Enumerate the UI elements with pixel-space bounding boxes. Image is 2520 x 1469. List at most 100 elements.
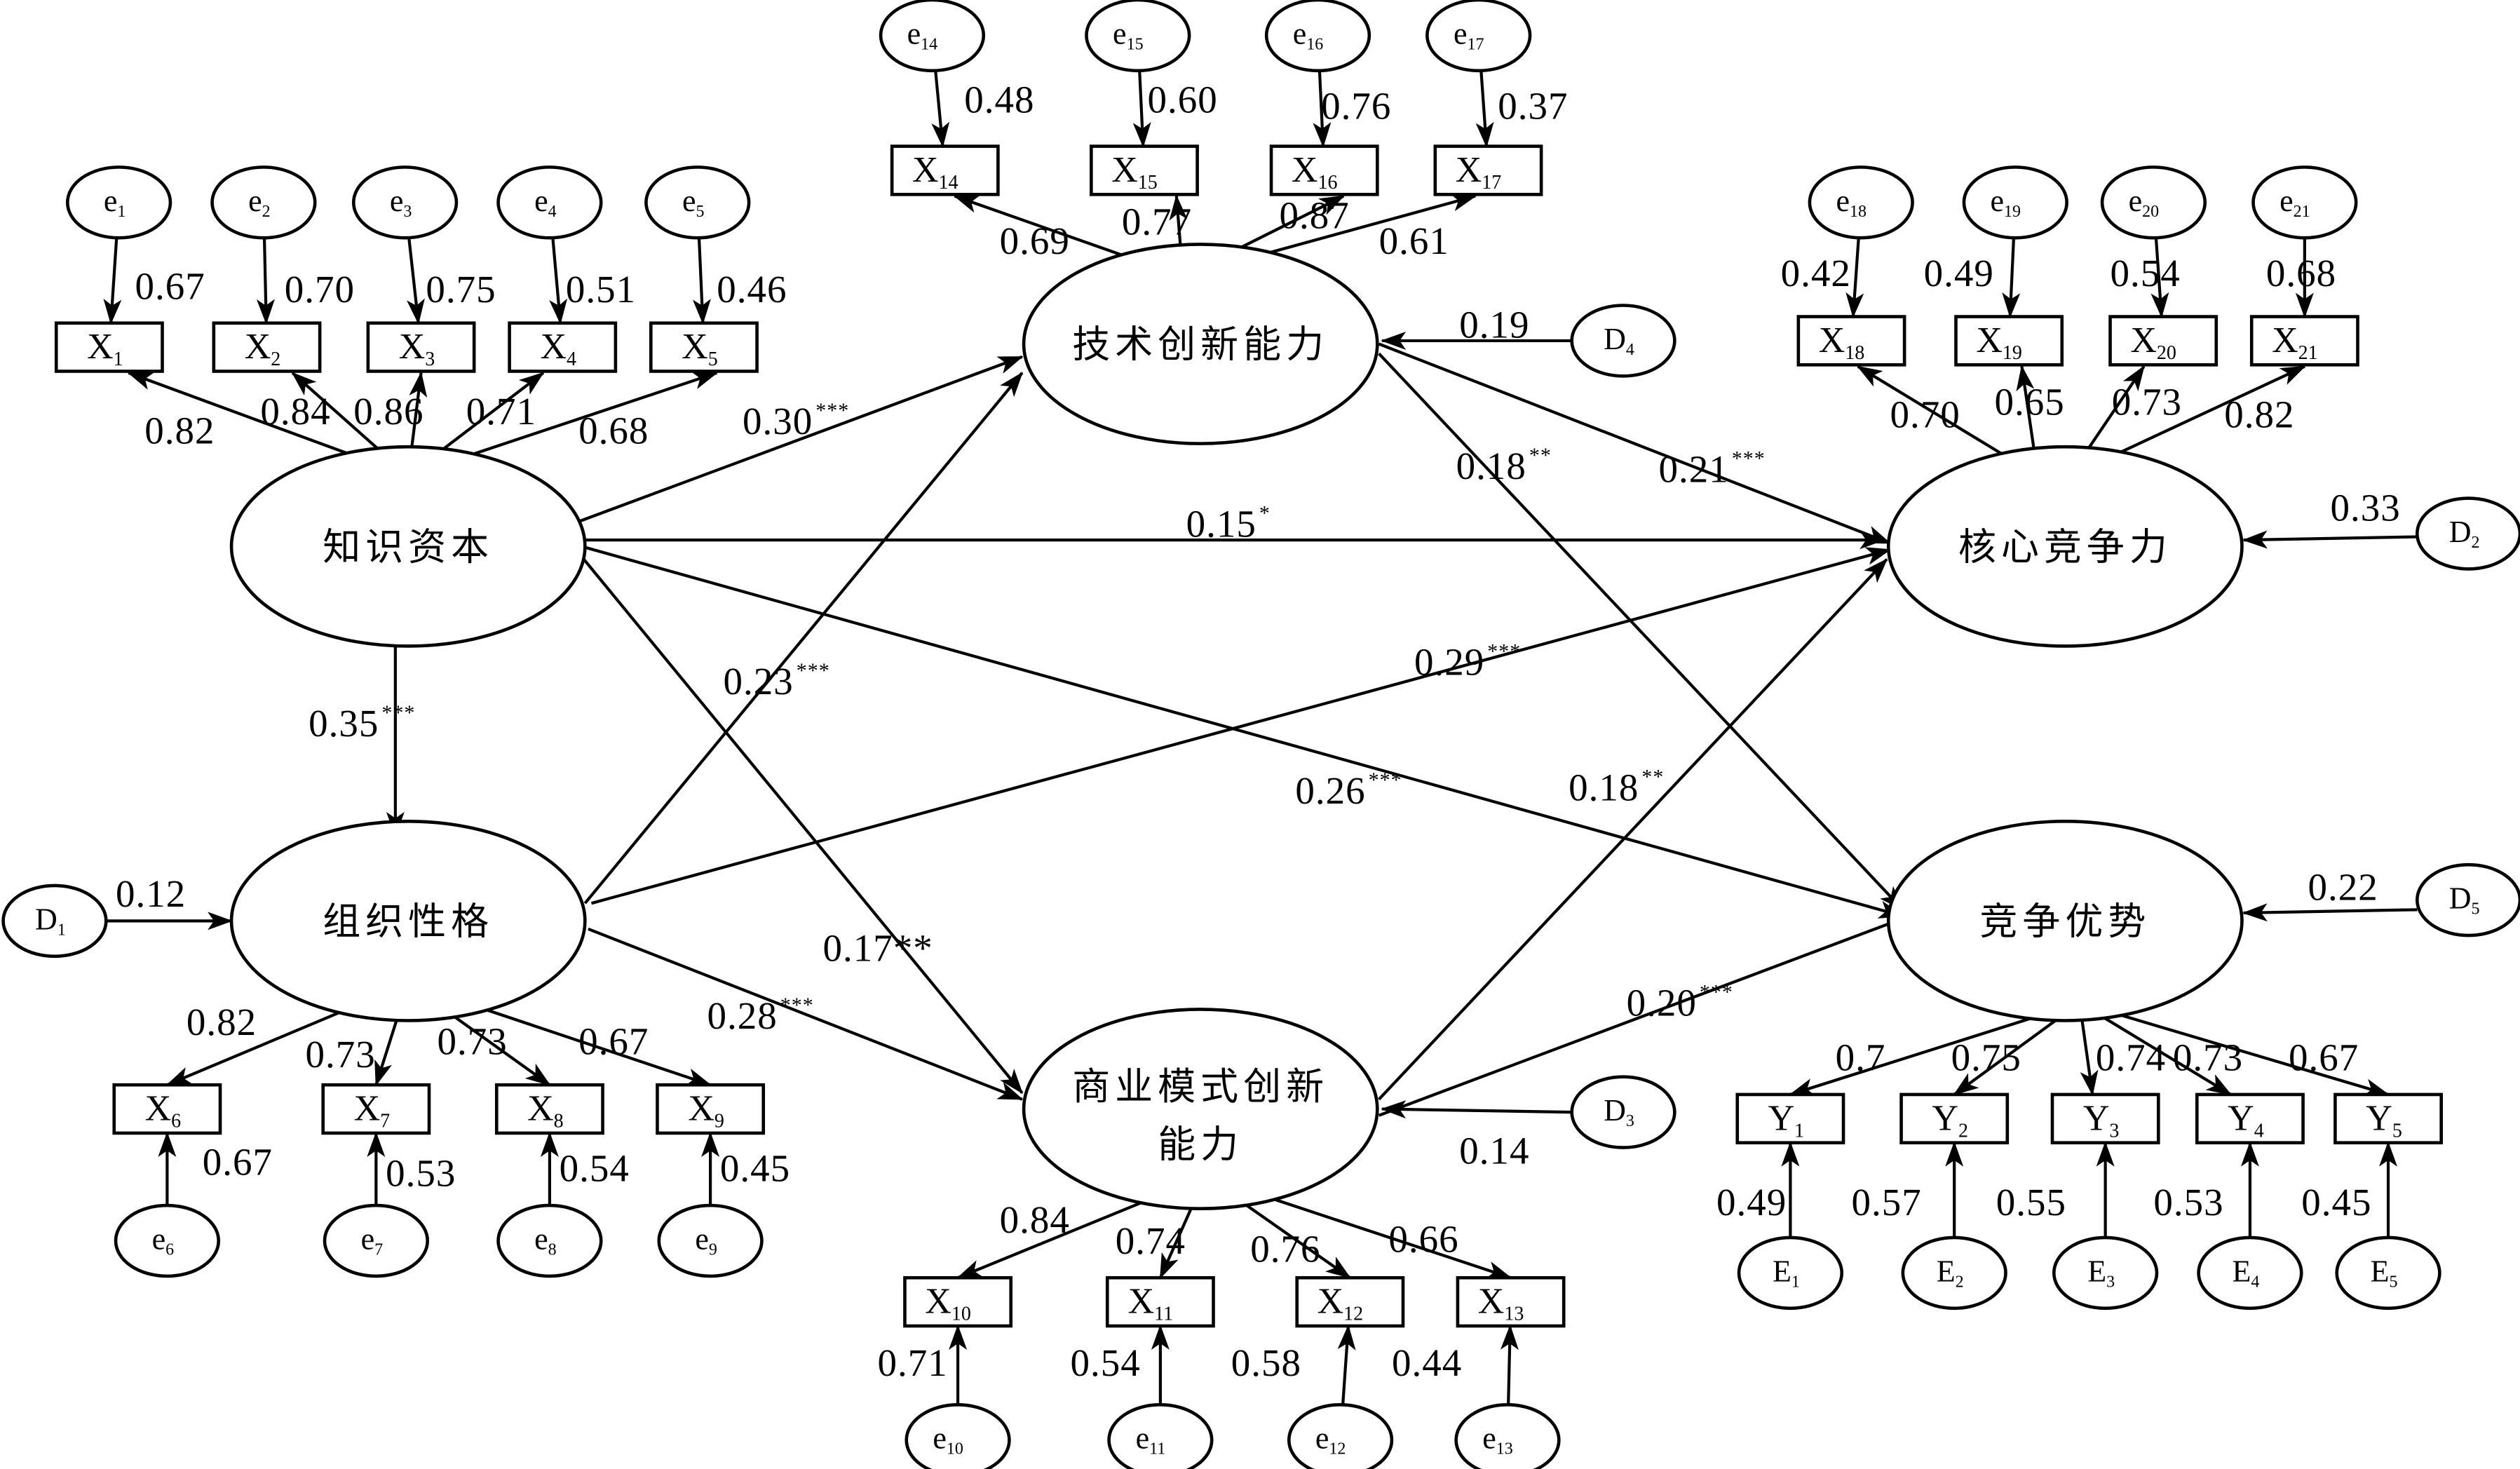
coefficient-value: 0.70 <box>1890 393 1960 436</box>
node-label-main: X <box>87 327 114 367</box>
node-label-main: e <box>361 1222 375 1257</box>
node-x8: X8 <box>494 1083 604 1135</box>
node-label-main: E <box>1937 1254 1956 1288</box>
node-e3: e3 <box>351 165 459 240</box>
path-coefficient: 0.86 <box>353 390 424 433</box>
node-label-main: X <box>925 1282 951 1322</box>
node-label: D5 <box>2449 881 2480 919</box>
path-coefficient: 0.21*** <box>1658 447 1765 491</box>
node-x14-box <box>890 144 1000 196</box>
path-coefficient: 0.23*** <box>723 659 829 703</box>
node-d2: D2 <box>2416 496 2520 571</box>
node-d4-ellipse <box>1570 304 1676 378</box>
significance-marker: ** <box>1529 444 1552 467</box>
coefficient-value: 0.54 <box>2111 252 2181 295</box>
path-arrow-e17-to-x17 <box>1475 70 1494 148</box>
node-label-subscript: 2 <box>271 348 280 370</box>
node-label: e19 <box>1991 184 2021 221</box>
coefficient-value: 0.67 <box>203 1141 273 1184</box>
node-x6-box <box>112 1083 222 1135</box>
node-label-main: e <box>534 184 548 218</box>
node-label: 竞争优势 <box>1979 899 2150 943</box>
node-label-subscript: 16 <box>1306 35 1323 53</box>
path-coefficient: 0.18** <box>1456 444 1552 487</box>
path-coefficient: 0.82 <box>2224 393 2294 436</box>
node-label: X11 <box>1128 1282 1174 1325</box>
node-label-subscript: 8 <box>554 1111 564 1132</box>
node-label-main: X <box>2272 320 2298 360</box>
significance-marker: *** <box>381 701 415 724</box>
node-label-main: X <box>354 1089 381 1129</box>
node-jzys: 竞争优势 <box>1886 819 2244 1022</box>
path-arrow-zszb-to-syms <box>577 552 1024 1095</box>
coefficient-value: 0.42 <box>1781 252 1851 295</box>
path-coefficient: 0.54 <box>2111 252 2181 295</box>
node-label-subscript: 13 <box>1504 1304 1524 1325</box>
node-label-subscript: 7 <box>374 1241 383 1259</box>
node-jscx-ellipse <box>1022 243 1379 445</box>
path-coefficient: 0.71 <box>877 1341 947 1384</box>
node-label-main: e <box>1482 1421 1496 1456</box>
path-coefficient: 0.53 <box>2153 1181 2223 1224</box>
node-label: e14 <box>907 16 938 53</box>
node-x7-box <box>321 1083 431 1135</box>
coefficient-value: 0.45 <box>720 1147 790 1190</box>
coefficient-value: 0.45 <box>2301 1181 2371 1224</box>
path-coefficient: 0.46 <box>717 268 787 311</box>
node-label: X2 <box>245 327 281 370</box>
node-x11: X11 <box>1105 1275 1215 1328</box>
node-label: E1 <box>1773 1254 1800 1291</box>
node-d1: D1 <box>1 884 108 959</box>
path-coefficient: 0.22 <box>2308 866 2378 909</box>
node-label-main: X <box>145 1089 172 1129</box>
path-coefficient: 0.33 <box>2331 487 2401 529</box>
node-d3: D3 <box>1570 1075 1676 1149</box>
coefficient-value: 0.66 <box>1388 1218 1458 1261</box>
node-label: e20 <box>2129 184 2160 221</box>
node-e6: e6 <box>114 1203 221 1278</box>
node-label-subscript: 1 <box>57 921 66 939</box>
node-label-main: Y <box>2083 1098 2110 1138</box>
significance-marker: *** <box>1700 981 1733 1004</box>
coefficient-value: 0.71 <box>466 390 536 433</box>
node-label-main: D <box>2449 881 2472 916</box>
path-coefficient: 0.76 <box>1321 85 1391 128</box>
coefficient-value: 0.86 <box>353 390 424 433</box>
node-label: X5 <box>682 327 718 370</box>
node-label-main: e <box>907 16 921 50</box>
node-label-subscript: 16 <box>1317 172 1337 194</box>
node-y1: Y1 <box>1735 1092 1845 1144</box>
node-e4: e4 <box>496 165 603 240</box>
node-x21-box <box>2249 315 2359 367</box>
node-label-main: D <box>1604 322 1626 356</box>
node-label-main: E <box>1773 1254 1791 1288</box>
coefficient-value: 0.58 <box>1231 1341 1301 1384</box>
path-coefficient: 0.42 <box>1781 252 1851 295</box>
coefficient-value: 0.71 <box>877 1341 947 1384</box>
node-x7: X7 <box>321 1083 431 1135</box>
coefficient-value: 0.14 <box>1459 1129 1529 1172</box>
node-label-subscript: 10 <box>947 1440 963 1458</box>
node-label: Y1 <box>1768 1098 1805 1142</box>
node-e8: e8 <box>496 1203 603 1278</box>
node-e5: E5 <box>2335 1236 2441 1311</box>
path-coefficient: 0.84 <box>1000 1198 1070 1241</box>
node-label-subscript: 20 <box>2142 203 2159 221</box>
node-label-main: X <box>1819 320 1845 360</box>
node-label: X21 <box>2272 320 2318 364</box>
node-label: e12 <box>1315 1421 1346 1458</box>
significance-marker: *** <box>1487 640 1521 663</box>
node-label-main: e <box>1113 16 1127 50</box>
node-x8-box <box>494 1083 604 1135</box>
node-x3: X3 <box>366 321 476 373</box>
path-coefficient: 0.51 <box>566 268 636 311</box>
node-x9: X9 <box>656 1083 766 1135</box>
node-label-subscript: 6 <box>165 1241 174 1259</box>
node-x17: X17 <box>1433 144 1543 196</box>
node-x3-box <box>366 321 476 373</box>
node-x17-box <box>1433 144 1543 196</box>
coefficient-value: 0.73 <box>437 1020 507 1063</box>
coefficient-value: 0.17** <box>823 927 933 970</box>
